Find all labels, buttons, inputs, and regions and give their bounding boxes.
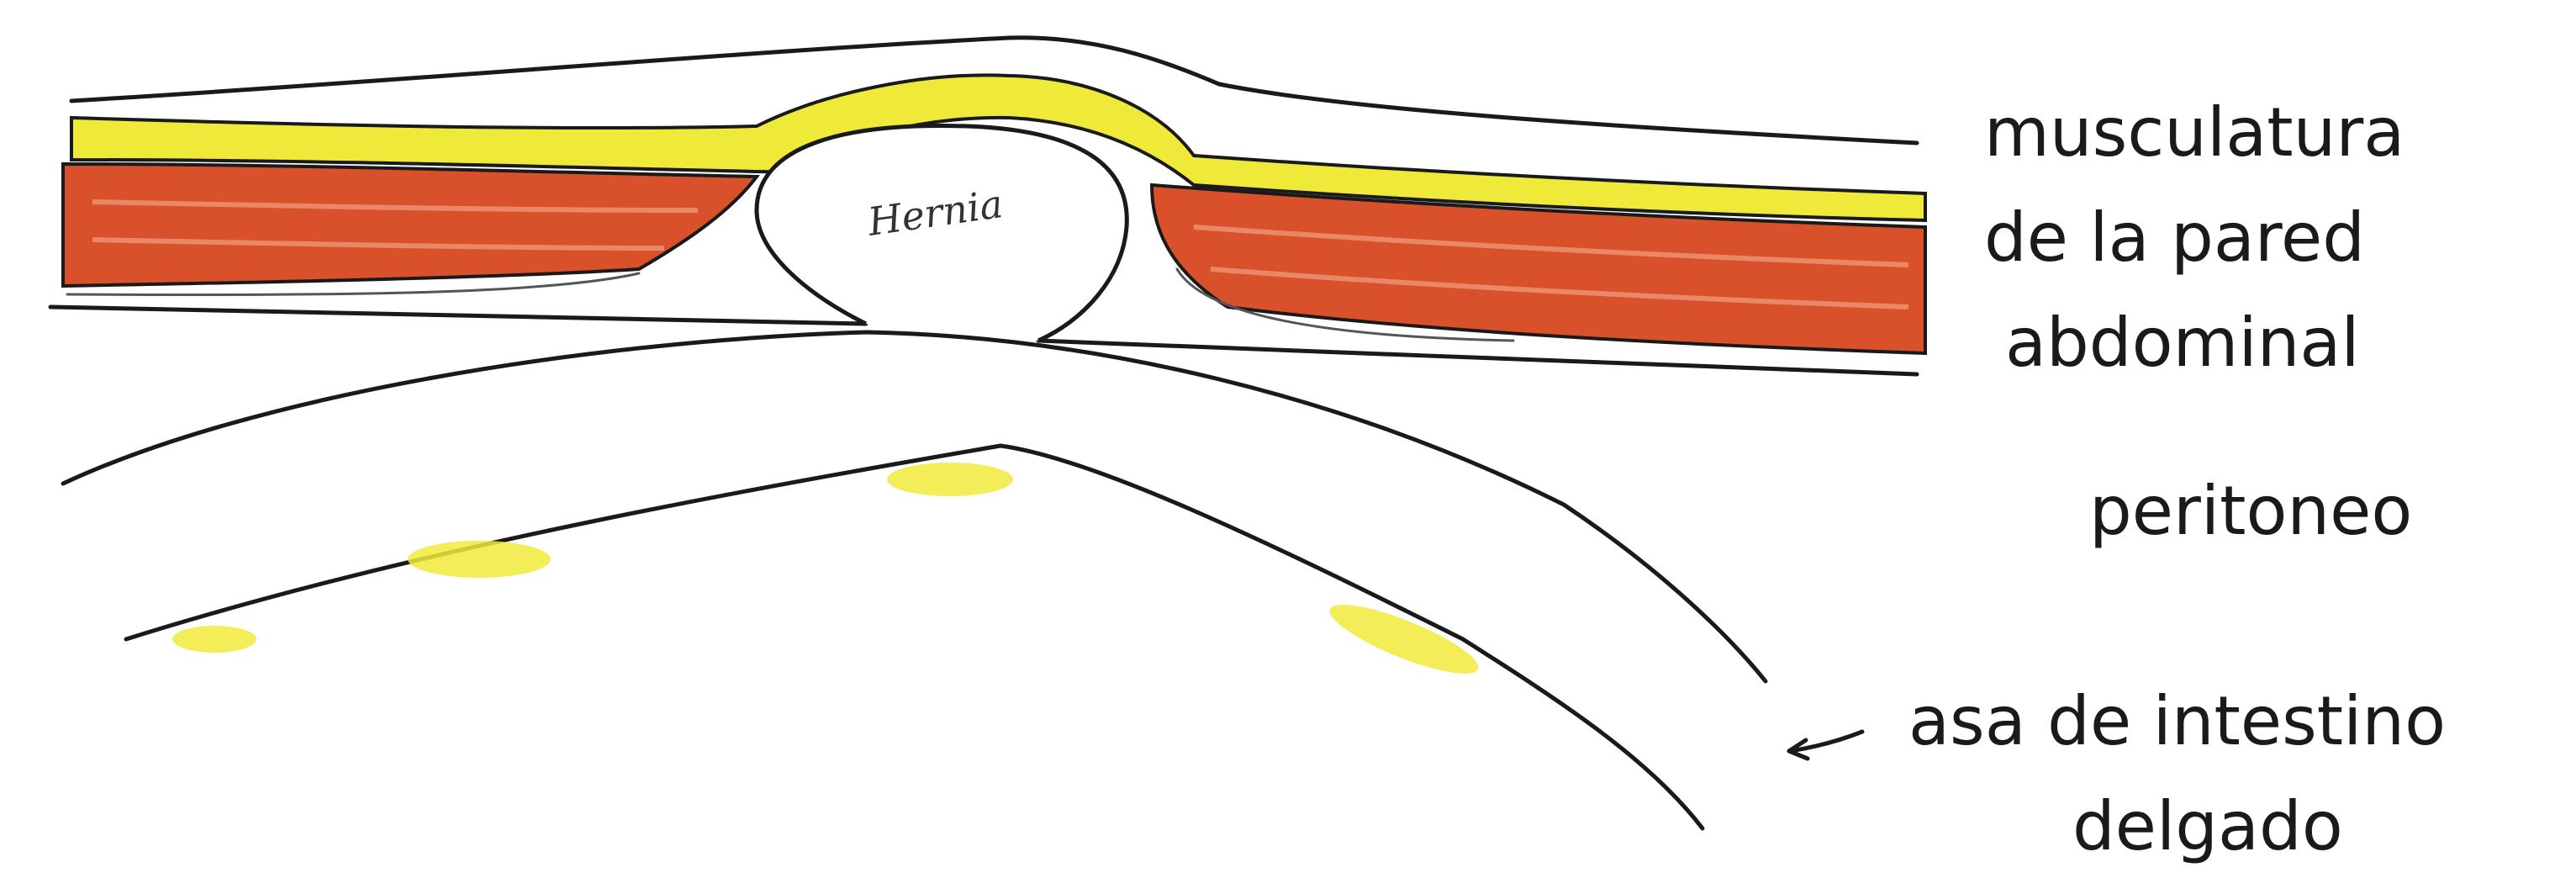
label-muscle-3: abdominal xyxy=(2005,304,2360,382)
intestine-outer xyxy=(63,332,1766,681)
intestine-fat-spots xyxy=(172,463,1485,686)
deep-fascia-left xyxy=(50,307,866,324)
intestine-inner xyxy=(126,446,1702,828)
label-intestine-1: asa de intestino xyxy=(1908,682,2446,760)
label-intestine-2: delgado xyxy=(2072,787,2343,865)
muscle-layer-left xyxy=(63,164,757,286)
label-muscle-2: de la pared xyxy=(1984,198,2365,277)
label-peritoneum: peritoneo xyxy=(2089,472,2412,550)
label-muscle-1: musculatura xyxy=(1984,93,2404,172)
